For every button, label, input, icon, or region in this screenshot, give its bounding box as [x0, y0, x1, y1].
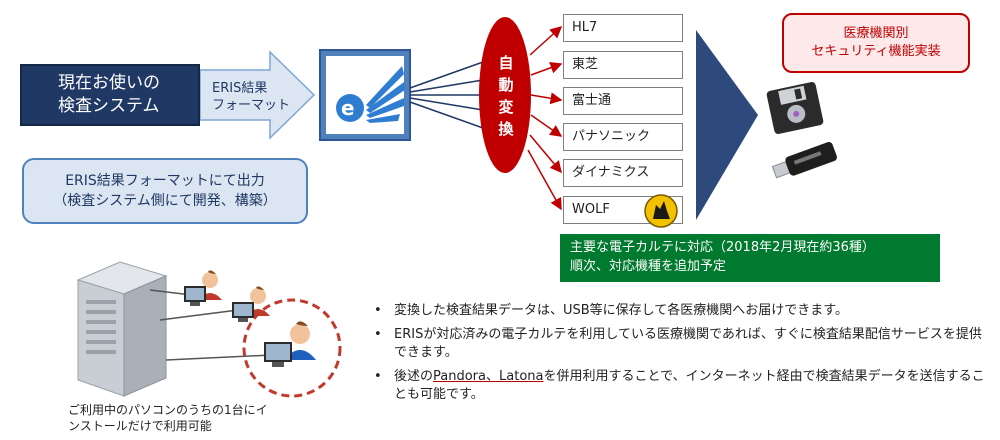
arrow-label-line2: フォーマット — [212, 98, 291, 113]
bullet-text: 変換した検査結果データは、USB等に保存して各医療機関へお届けできます。 — [394, 303, 848, 318]
auto-convert-char: 変 — [498, 98, 514, 116]
vendor-box-dynamics: ダイナミクス — [563, 159, 683, 187]
output-triangle — [696, 30, 758, 220]
auto-convert-char: 動 — [498, 76, 514, 94]
ehr-support-box: 主要な電子カルテに対応（2018年2月現在約36種） 順次、対応機種を追加予定 — [560, 234, 940, 282]
vendor-label: HL7 — [572, 20, 598, 35]
bullet-item: • ERISが対応済みの電子カルテを利用している医療機関であれば、すぐに検査結果… — [372, 326, 992, 362]
vendor-box-panasonic: パナソニック — [563, 123, 683, 151]
vendor-label: 東芝 — [572, 57, 599, 72]
vendor-label: WOLF — [572, 202, 610, 217]
install-note-line1: ご利用中のパソコンのうちの1台にイ — [68, 403, 268, 417]
bullet-item: • 後述のPandora、Latonaを併用利用することで、インターネット経由で… — [372, 368, 992, 404]
usb-drive-icon — [771, 141, 837, 179]
user-computer-icon — [184, 270, 222, 306]
bullet-item: • 変換した検査結果データは、USB等に保存して各医療機関へお届けできます。 — [372, 302, 992, 320]
highlight-circle — [242, 298, 342, 398]
ehr-support-line2: 順次、対応機種を追加予定 — [570, 259, 727, 274]
bullet-symbol: • — [374, 303, 382, 318]
current-system-line1: 現在お使いの — [58, 73, 160, 93]
vendor-label: ダイナミクス — [572, 165, 650, 180]
bullet-symbol: • — [374, 327, 382, 342]
server-icon — [76, 261, 168, 397]
security-line2: セキュリティ機能実装 — [811, 44, 941, 59]
auto-convert-char: 自 — [498, 54, 514, 72]
current-system-line2: 検査システム — [58, 96, 160, 116]
vendor-label: パナソニック — [572, 129, 651, 144]
bullet-separator: 、 — [486, 369, 500, 384]
bullet-text-pre: 後述の — [394, 369, 434, 384]
pandora-link[interactable]: Pandora — [433, 369, 486, 384]
arrow-label-line1: ERIS結果 — [212, 81, 268, 96]
vendor-label: 富士通 — [572, 93, 612, 108]
ehr-support-line1: 主要な電子カルテに対応（2018年2月現在約36種） — [570, 240, 875, 255]
install-note: ご利用中のパソコンのうちの1台にイ ンストールだけで利用可能 — [68, 402, 348, 434]
feature-bullet-list: • 変換した検査結果データは、USB等に保存して各医療機関へお届けできます。 •… — [372, 302, 992, 410]
latona-link[interactable]: Latona — [499, 369, 544, 384]
output-note-line2: （検査システム側にて開発、構築） — [53, 193, 277, 209]
vendor-box-hl7: HL7 — [563, 14, 683, 42]
vendor-box-toshiba: 東芝 — [563, 51, 683, 79]
eris-logo-icon: e — [319, 49, 411, 141]
arrow-label: ERIS結果 フォーマット — [212, 80, 322, 114]
security-feature-box: 医療機関別 セキュリティ機能実装 — [782, 13, 970, 73]
vendor-box-fujitsu: 富士通 — [563, 87, 683, 115]
svg-text:e: e — [341, 96, 355, 120]
auto-convert-label: 自 動 変 換 — [486, 52, 526, 140]
output-note-line1: ERIS結果フォーマットにて出力 — [65, 173, 265, 189]
wolf-logo-icon — [644, 194, 678, 228]
bullet-text-post: を併用利用することで、インターネット経由で検査結果データを送信することも可能です… — [394, 369, 985, 402]
format-arrow — [199, 50, 316, 140]
install-note-line2: ンストールだけで利用可能 — [68, 419, 212, 433]
auto-convert-char: 換 — [498, 120, 514, 138]
security-line1: 医療機関別 — [843, 26, 909, 41]
floppy-disk-icon — [766, 82, 824, 134]
user-computer-icon — [232, 286, 270, 322]
user-computer-icon — [264, 321, 316, 367]
auto-convert-ellipse — [479, 17, 531, 173]
bullet-symbol: • — [374, 369, 382, 384]
bullet-text: ERISが対応済みの電子カルテを利用している医療機関であれば、すぐに検査結果配信… — [394, 327, 982, 360]
output-format-note: ERIS結果フォーマットにて出力 （検査システム側にて開発、構築） — [22, 158, 308, 224]
current-system-box: 現在お使いの 検査システム — [20, 64, 200, 126]
